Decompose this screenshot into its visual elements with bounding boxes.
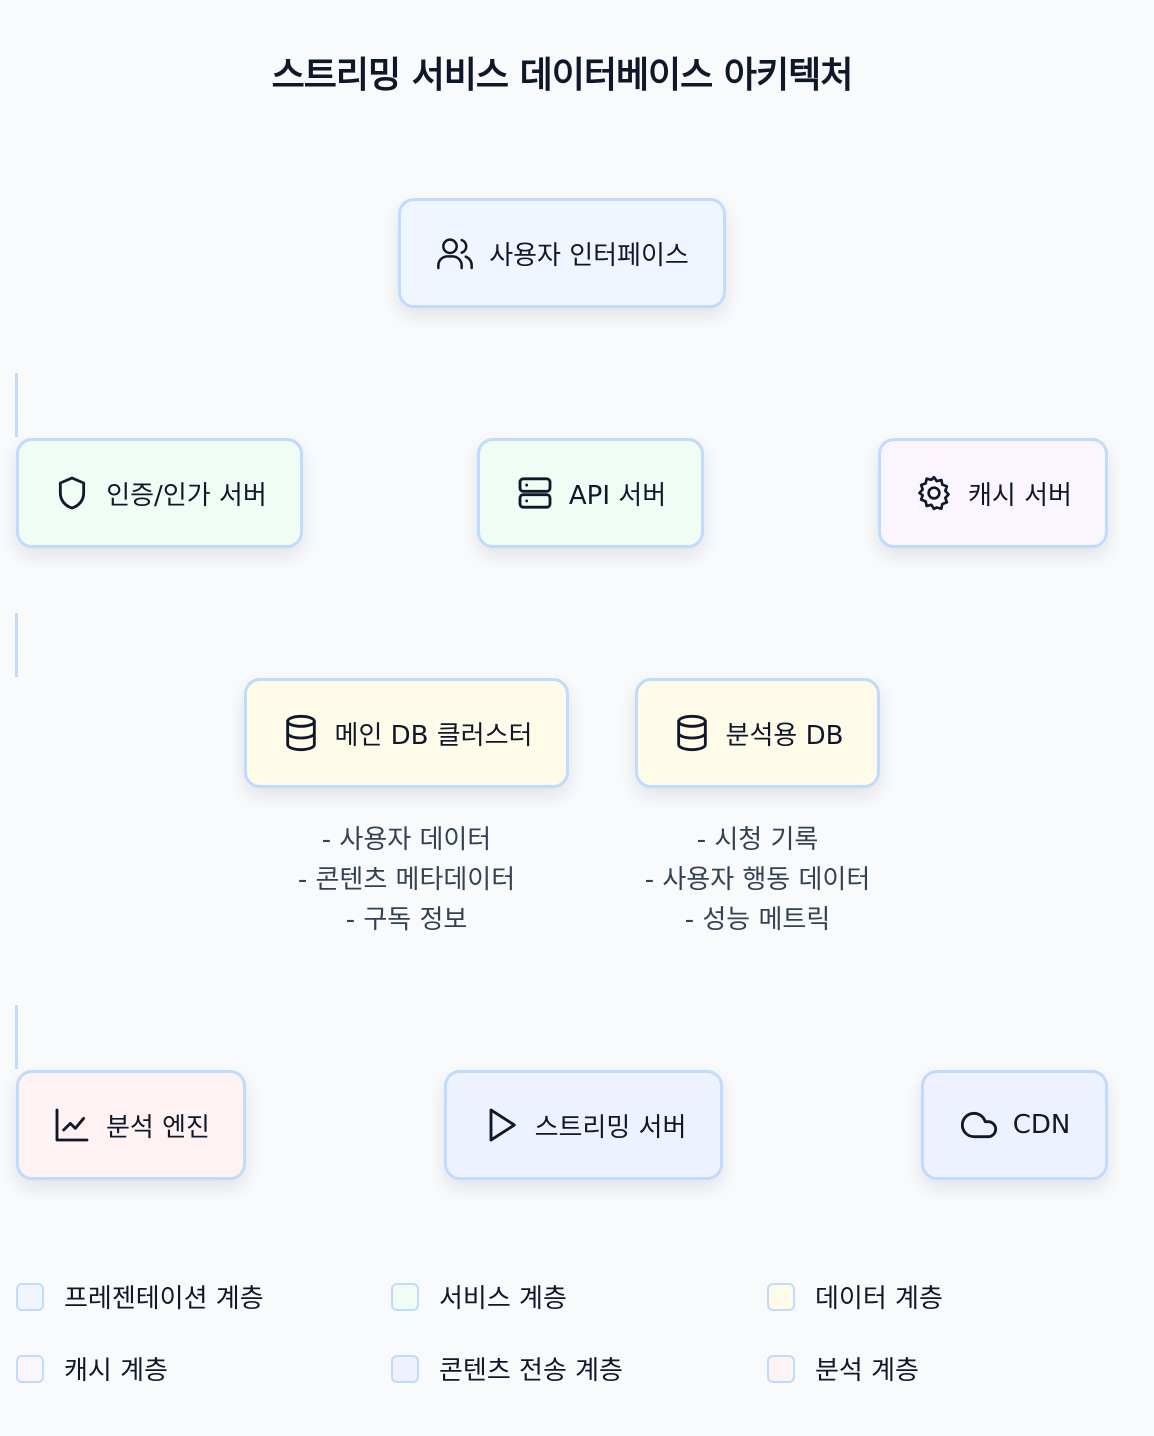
legend-swatch [391, 1354, 419, 1383]
detail-item: - 사용자 행동 데이터 [644, 865, 871, 895]
legend-item-presentation: 프레젠테이션 계층 [16, 1278, 264, 1315]
legend-item-analytics: 분석 계층 [767, 1350, 919, 1387]
server-icon [515, 473, 555, 513]
auth-server-node[interactable]: 인증/인가 서버 [16, 438, 303, 548]
cdn-node[interactable]: CDN [921, 1070, 1108, 1180]
analytics-db-label: 분석용 DB [725, 720, 844, 751]
user-interface-node[interactable]: 사용자 인터페이스 [398, 198, 726, 308]
cache-server-node[interactable]: 캐시 서버 [878, 438, 1108, 548]
detail-item: - 콘텐츠 메타데이터 [297, 865, 516, 895]
main-db-cluster-label: 메인 DB 클러스터 [334, 720, 533, 751]
main-db-cluster-node[interactable]: 메인 DB 클러스터 [244, 678, 569, 788]
legend-label: 분석 계층 [815, 1356, 919, 1386]
analytics-db-node[interactable]: 분석용 DB [635, 678, 880, 788]
api-server-label: API 서버 [568, 480, 667, 511]
legend-swatch [16, 1282, 44, 1311]
line-chart-icon [52, 1105, 92, 1145]
connector-line [15, 613, 18, 677]
streaming-server-node[interactable]: 스트리밍 서버 [444, 1070, 723, 1180]
connector-line [15, 1005, 18, 1069]
detail-item: - 시청 기록 [696, 825, 819, 855]
legend-item-service: 서비스 계층 [391, 1278, 567, 1315]
shield-icon [52, 473, 92, 513]
cloud-icon [959, 1105, 999, 1145]
play-icon [481, 1105, 521, 1145]
gear-icon [914, 473, 954, 513]
page-title: 스트리밍 서비스 데이터베이스 아키텍처 [271, 55, 854, 96]
auth-server-label: 인증/인가 서버 [106, 480, 267, 511]
connector-line [15, 373, 18, 437]
detail-item: - 성능 메트릭 [684, 905, 831, 935]
cache-server-label: 캐시 서버 [968, 480, 1072, 511]
legend-swatch [391, 1282, 419, 1311]
detail-item: - 사용자 데이터 [321, 825, 492, 855]
legend-label: 서비스 계층 [439, 1284, 567, 1314]
legend-swatch [767, 1282, 795, 1311]
main-db-details: - 사용자 데이터 - 콘텐츠 메타데이터 - 구독 정보 [244, 820, 569, 940]
legend-label: 콘텐츠 전송 계층 [439, 1356, 623, 1386]
legend-item-content-delivery: 콘텐츠 전송 계층 [391, 1350, 623, 1387]
api-server-node[interactable]: API 서버 [477, 438, 704, 548]
detail-item: - 구독 정보 [345, 905, 468, 935]
legend-swatch [767, 1354, 795, 1383]
legend-label: 프레젠테이션 계층 [64, 1284, 264, 1314]
database-icon [281, 713, 321, 753]
legend-label: 데이터 계층 [815, 1284, 943, 1314]
legend-swatch [16, 1354, 44, 1383]
analytics-engine-label: 분석 엔진 [106, 1112, 210, 1143]
cdn-label: CDN [1012, 1110, 1071, 1140]
database-icon [672, 713, 712, 753]
user-interface-label: 사용자 인터페이스 [489, 240, 689, 271]
legend-label: 캐시 계층 [64, 1356, 168, 1386]
streaming-server-label: 스트리밍 서버 [534, 1112, 687, 1143]
analytics-db-details: - 시청 기록 - 사용자 행동 데이터 - 성능 메트릭 [620, 820, 895, 940]
users-icon [435, 233, 475, 273]
analytics-engine-node[interactable]: 분석 엔진 [16, 1070, 246, 1180]
legend-item-cache: 캐시 계층 [16, 1350, 168, 1387]
legend-item-data: 데이터 계층 [767, 1278, 943, 1315]
